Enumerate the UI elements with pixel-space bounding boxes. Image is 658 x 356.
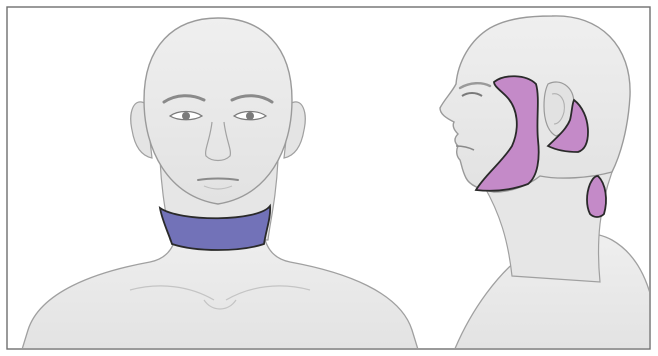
right-pupil bbox=[246, 112, 254, 120]
left-pupil bbox=[182, 112, 190, 120]
